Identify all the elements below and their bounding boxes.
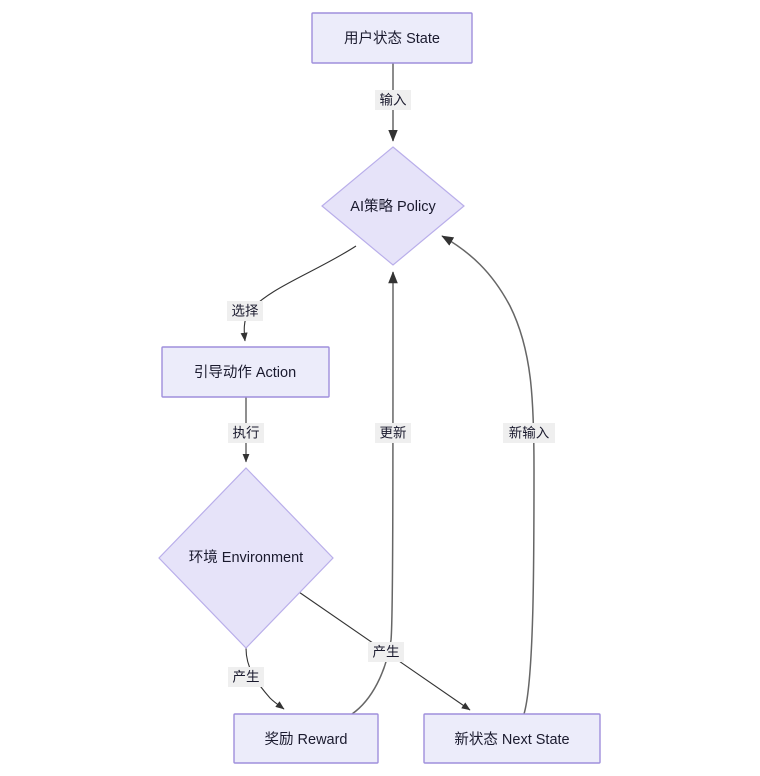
edge-label-background	[368, 642, 404, 662]
edge-label-text: 更新	[380, 426, 407, 441]
node-state-shape[interactable]	[311, 12, 473, 64]
node-state-label: 用户状态 State	[344, 30, 440, 47]
node-action-shape[interactable]	[161, 346, 330, 398]
edge-label-background	[227, 301, 263, 321]
edge-label-produce-next-state: 产生	[368, 642, 404, 662]
edge-reward-to-policy	[351, 271, 398, 715]
edge-label-input: 输入	[375, 90, 411, 110]
edge-line	[441, 235, 535, 715]
edge-line	[240, 245, 357, 342]
node-policy-shape[interactable]	[321, 146, 465, 266]
node-environment-label: 环境 Environment	[189, 548, 303, 566]
edge-label-select: 选择	[227, 301, 263, 321]
node-next-state-label: 新状态 Next State	[454, 731, 569, 748]
node-policy-label: AI策略 Policy	[350, 198, 436, 215]
edge-label-update: 更新	[375, 423, 411, 443]
node-reward-shape[interactable]	[233, 713, 379, 764]
edge-label-text: 执行	[233, 426, 260, 441]
node-environment-shape[interactable]	[158, 467, 334, 649]
edge-label-background	[228, 667, 264, 687]
edge-next-state-to-policy	[441, 235, 535, 715]
edge-label-text: 新输入	[509, 426, 550, 441]
node-reward[interactable]: 奖励 Reward	[233, 713, 379, 764]
edge-label-text: 产生	[233, 670, 260, 685]
edge-label-new-input: 新输入	[503, 423, 555, 443]
node-state[interactable]: 用户状态 State	[311, 12, 473, 64]
edge-line	[245, 647, 285, 710]
node-action[interactable]: 引导动作 Action	[161, 346, 330, 398]
edge-label-background	[375, 423, 411, 443]
edge-line	[351, 271, 398, 715]
node-action-label: 引导动作 Action	[194, 364, 296, 381]
node-next-state-shape[interactable]	[423, 713, 601, 764]
edge-label-text: 产生	[373, 645, 400, 660]
node-policy[interactable]: AI策略 Policy	[321, 146, 465, 266]
node-environment[interactable]: 环境 Environment	[158, 467, 334, 649]
edge-label-produce-reward: 产生	[228, 667, 264, 687]
node-next-state[interactable]: 新状态 Next State	[423, 713, 601, 764]
edge-policy-to-action	[240, 245, 357, 342]
node-reward-label: 奖励 Reward	[265, 731, 348, 748]
edge-label-background	[375, 90, 411, 110]
edge-label-background	[503, 423, 555, 443]
edge-label-background	[228, 423, 264, 443]
edge-label-execute: 执行	[228, 423, 264, 443]
edge-label-text: 选择	[232, 304, 259, 319]
edge-environment-to-reward	[245, 647, 285, 710]
edge-label-text: 输入	[380, 93, 407, 108]
